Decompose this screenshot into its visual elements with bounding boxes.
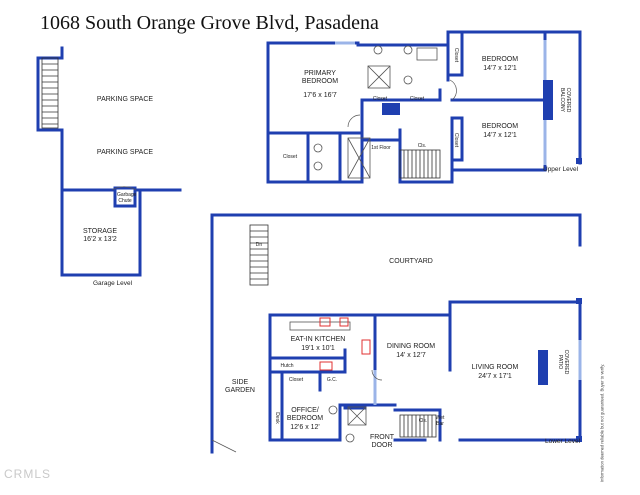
courtyard-label: COURTYARD [389, 258, 433, 265]
primary-bedroom-label: PRIMARY BEDROOM [301, 70, 339, 85]
storage-dimensions: 16'2 x 13'2 [83, 236, 117, 243]
kitchen-label: EAT-IN KITCHEN [290, 336, 346, 343]
lower-cls-label: Cls. [418, 418, 428, 424]
closet-label-2: Closet [372, 96, 388, 102]
primary-bedroom-dimensions: 17'6 x 16'7 [303, 92, 337, 99]
door-swings [111, 79, 457, 453]
front-door-label: FRONT DOOR [369, 434, 395, 449]
watermark: CRMLS [4, 467, 52, 481]
bath-fixtures [289, 45, 438, 443]
bedroom-1-dimensions: 14'7 x 12'1 [483, 65, 517, 72]
storage-label: STORAGE [82, 228, 118, 235]
side-garden-label: SIDE GARDEN [225, 379, 255, 394]
garage-level-walls [36, 46, 182, 277]
closet-label-3: Closet [409, 96, 425, 102]
bedroom-2-dimensions: 14'7 x 12'1 [483, 132, 517, 139]
living-fireplace [538, 350, 548, 385]
covered-patio-label: COVERED PATIO [557, 349, 569, 375]
garbage-chute-label: Garbage Chute [117, 192, 137, 204]
gc-label: G.C. [326, 377, 338, 383]
covered-balcony-label: COVERED BALCONY [559, 87, 571, 113]
stair-icons [41, 57, 441, 438]
upper-level-label: Upper Level [543, 166, 579, 173]
kitchen-dimensions: 19'1 x 10'1 [301, 345, 335, 352]
living-room-dimensions: 24'7 x 17'1 [478, 373, 512, 380]
lower-level-walls [210, 213, 582, 454]
closet-label-5: Closet [453, 132, 459, 148]
garage-level-label: Garage Level [93, 280, 133, 287]
wet-bar-label: Wet Bar [435, 415, 445, 427]
parking-space-1-label: PARKING SPACE [96, 96, 154, 103]
closet-label-4: Closet [453, 47, 459, 63]
bedroom-1-label: BEDROOM [481, 56, 519, 63]
balcony-fireplace [543, 80, 553, 120]
hutch-label: Hutch [280, 363, 294, 369]
dining-room-dimensions: 14' x 12'7 [396, 352, 426, 359]
office-bedroom-label: OFFICE/ BEDROOM [286, 407, 324, 422]
upper-cls-label: Cls. [417, 143, 427, 149]
first-floor-label: 1st Floor [371, 145, 391, 151]
desk-label: Desk [274, 412, 280, 424]
closet-label-1: Closet [282, 154, 298, 160]
lower-closet-label: Closet [288, 377, 304, 383]
disclaimer-text: Information deemed reliable but not guar… [599, 363, 605, 482]
lower-level-label: Lower Level [545, 438, 581, 445]
plan-title: 1068 South Orange Grove Blvd, Pasadena [40, 12, 379, 34]
parking-space-2-label: PARKING SPACE [96, 149, 154, 156]
living-room-label: LIVING ROOM [471, 364, 519, 371]
dining-room-label: DINING ROOM [386, 343, 436, 350]
bedroom-2-label: BEDROOM [481, 123, 519, 130]
stair-down-label: Dn [255, 242, 263, 248]
office-bedroom-dimensions: 12'6 x 12' [290, 424, 320, 431]
kitchen-appliances [319, 317, 371, 371]
